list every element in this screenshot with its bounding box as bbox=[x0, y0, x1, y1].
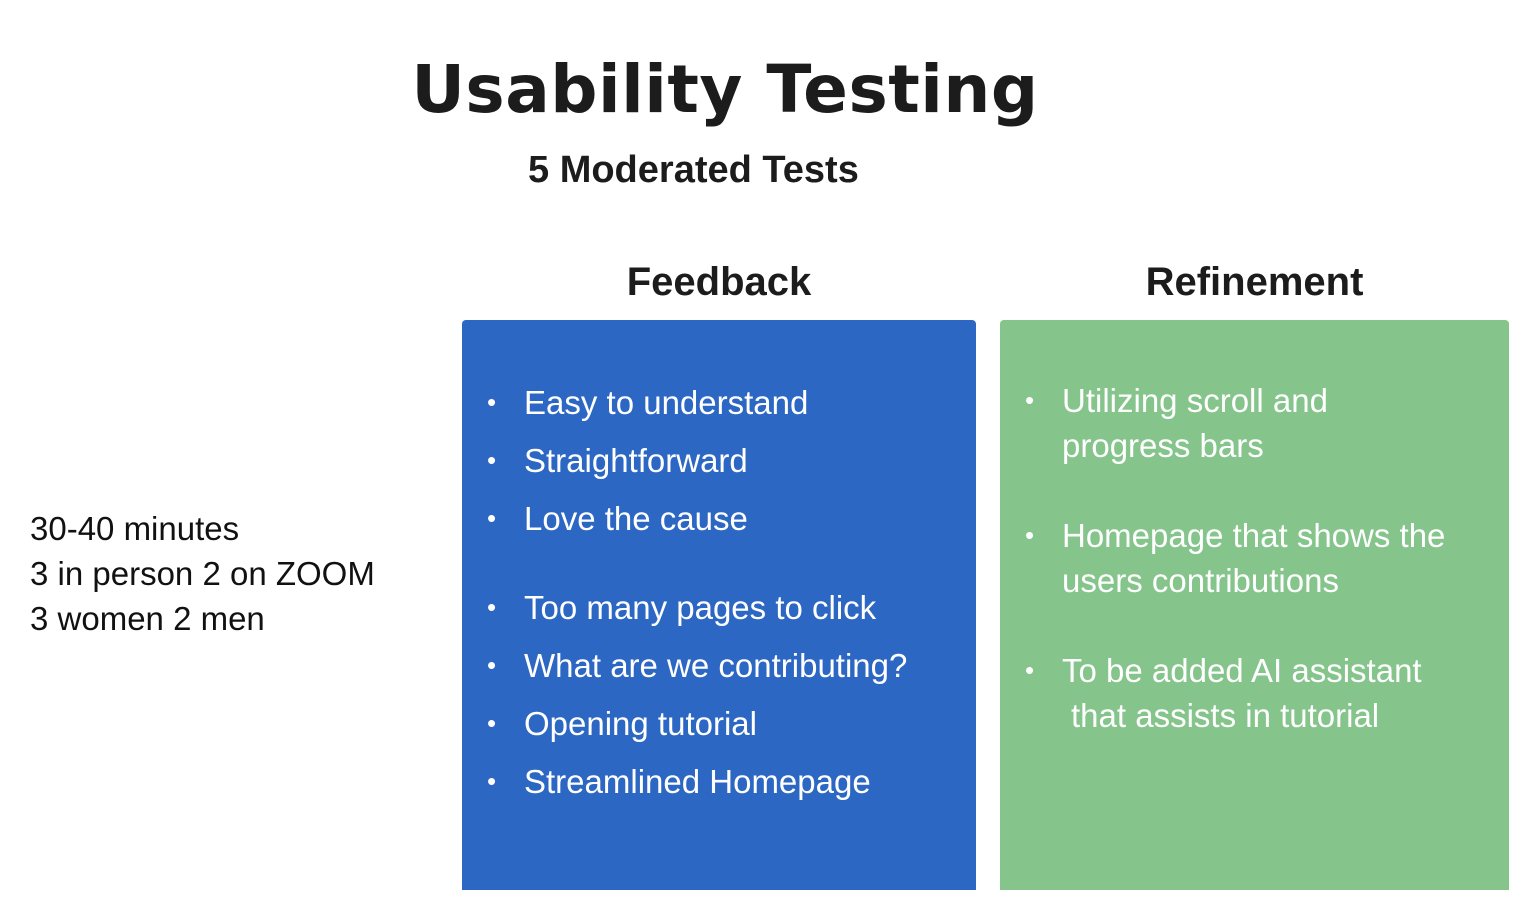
feedback-item: Easy to understand bbox=[462, 380, 976, 425]
stat-location: 3 in person 2 on ZOOM bbox=[30, 555, 375, 592]
refinement-heading: Refinement bbox=[1145, 260, 1364, 304]
feedback-panel: Easy to understand Straightforward Love … bbox=[462, 320, 976, 890]
feedback-item: Too many pages to click bbox=[462, 585, 976, 630]
feedback-item: What are we contributing? bbox=[462, 643, 976, 688]
feedback-item: Streamlined Homepage bbox=[462, 759, 976, 804]
feedback-item: Opening tutorial bbox=[462, 701, 976, 746]
refinement-panel: Utilizing scroll and progress bars Homep… bbox=[1000, 320, 1509, 890]
refinement-item: Utilizing scroll and progress bars bbox=[1000, 378, 1509, 468]
stat-duration: 30-40 minutes bbox=[30, 510, 240, 547]
refinement-item-line: Utilizing scroll and bbox=[1062, 382, 1328, 419]
feedback-positive-list: Easy to understand Straightforward Love … bbox=[462, 380, 976, 554]
slide-subtitle: 5 Moderated Tests bbox=[528, 149, 859, 191]
stat-participants: 3 women 2 men bbox=[30, 600, 265, 637]
feedback-item: Love the cause bbox=[462, 496, 976, 541]
refinement-item: To be added AI assistant that assists in… bbox=[1000, 648, 1509, 738]
refinement-item-line: that assists in tutorial bbox=[1071, 697, 1380, 734]
refinement-list: Utilizing scroll and progress bars Homep… bbox=[1000, 378, 1509, 783]
slide-title: Usability Testing bbox=[411, 51, 1039, 128]
refinement-item: Homepage that shows the users contributi… bbox=[1000, 513, 1509, 603]
refinement-item-line: Homepage that shows the bbox=[1062, 517, 1446, 554]
refinement-item-line: To be added AI assistant bbox=[1062, 652, 1422, 689]
refinement-item-line: users contributions bbox=[1062, 562, 1339, 599]
feedback-item: Straightforward bbox=[462, 438, 976, 483]
test-stats-list: 30-40 minutes 3 in person 2 on ZOOM 3 wo… bbox=[30, 506, 375, 641]
feedback-issues-list: Too many pages to click What are we cont… bbox=[462, 585, 976, 817]
refinement-item-line: progress bars bbox=[1062, 427, 1264, 464]
feedback-heading: Feedback bbox=[626, 260, 812, 304]
